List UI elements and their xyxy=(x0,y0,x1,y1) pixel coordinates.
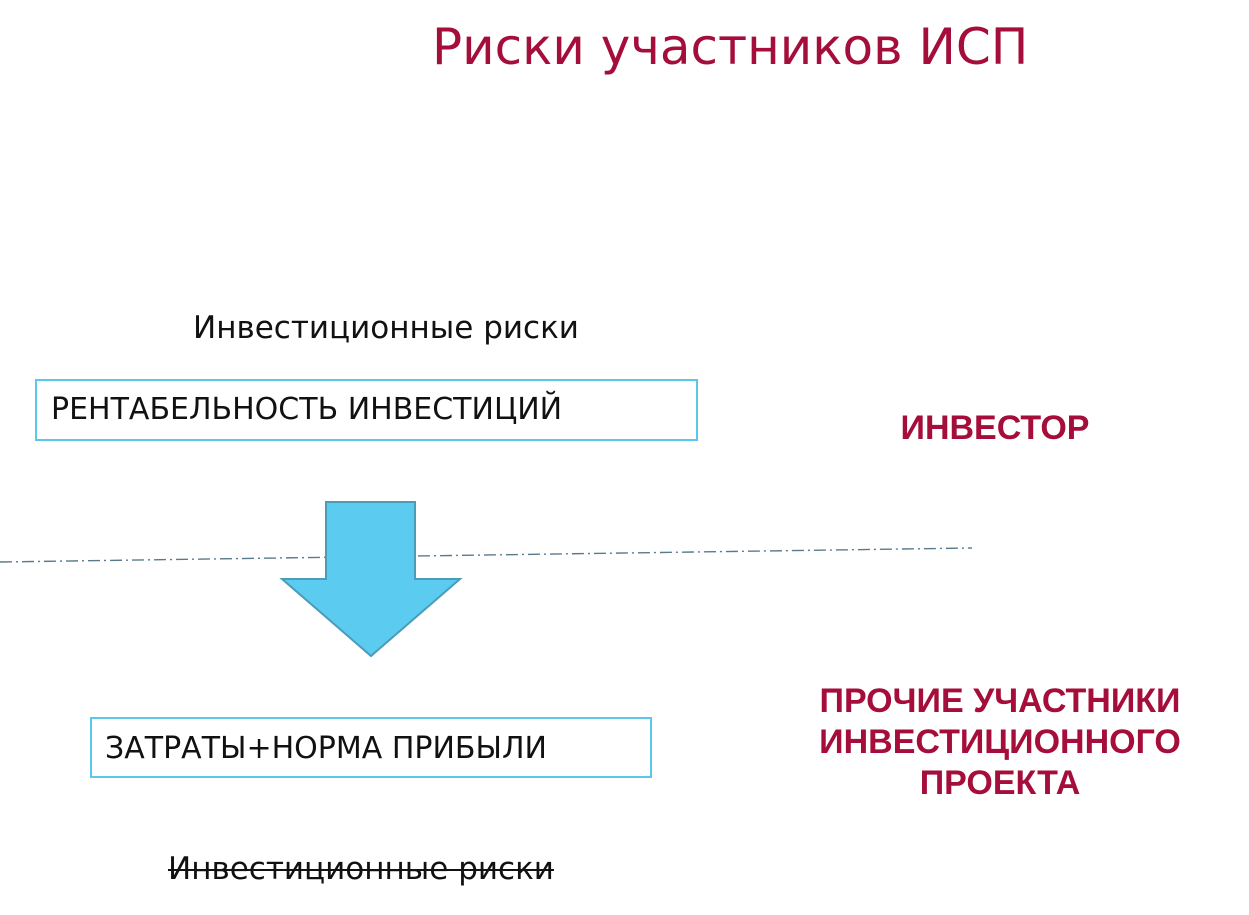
other-participants-label: ПРОЧИЕ УЧАСТНИКИ ИНВЕСТИЦИОННОГО ПРОЕКТА xyxy=(780,681,1220,803)
down-arrow-icon xyxy=(279,501,463,658)
costs-profit-box-text: ЗАТРАТЫ+НОРМА ПРИБЫЛИ xyxy=(105,731,547,766)
investor-label: ИНВЕСТОР xyxy=(900,409,1090,447)
bottom-risks-label: Инвестиционные риски xyxy=(168,851,554,887)
other-participants-line1: ПРОЧИЕ УЧАСТНИКИ xyxy=(819,682,1181,720)
top-risks-label: Инвестиционные риски xyxy=(193,310,579,346)
divider-line xyxy=(0,547,973,563)
other-participants-line2: ИНВЕСТИЦИОННОГО xyxy=(819,722,1181,761)
page-title: Риски участников ИСП xyxy=(432,18,1029,76)
other-participants-line3: ПРОЕКТА xyxy=(919,763,1081,802)
profitability-box-text: РЕНТАБЕЛЬНОСТЬ ИНВЕСТИЦИЙ xyxy=(51,392,563,427)
costs-profit-box: ЗАТРАТЫ+НОРМА ПРИБЫЛИ xyxy=(90,717,652,778)
profitability-box: РЕНТАБЕЛЬНОСТЬ ИНВЕСТИЦИЙ xyxy=(35,379,698,441)
